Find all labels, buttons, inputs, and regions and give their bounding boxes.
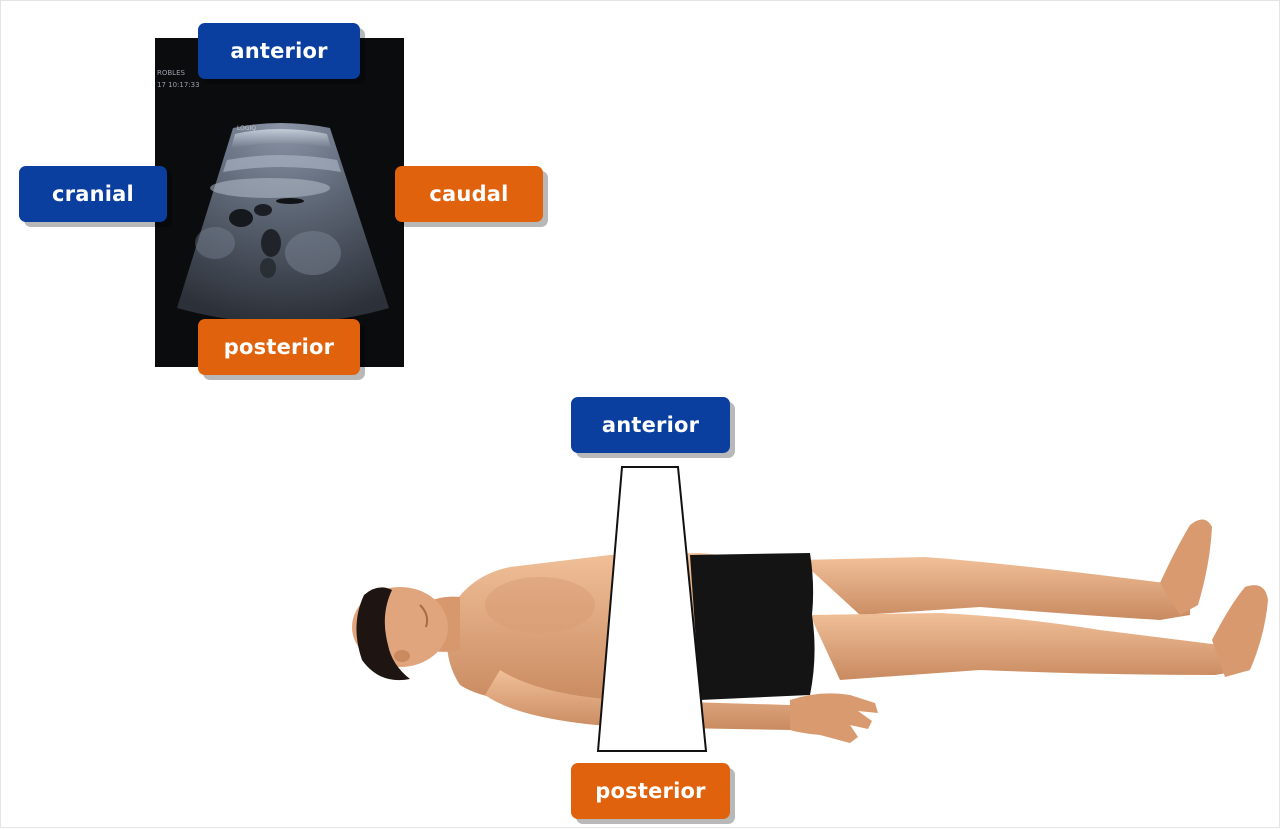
us-probe-text: LOGIQ bbox=[237, 125, 256, 132]
us-time-text: 17 10:17:33 bbox=[157, 81, 200, 89]
us-posterior-label: posterior bbox=[198, 319, 360, 375]
body-anterior-label: anterior bbox=[571, 397, 730, 453]
lying-person bbox=[352, 519, 1268, 743]
ultrasound-image: ROBLES 17 10:17:33 LOGIQ bbox=[155, 38, 404, 367]
us-caudal-label: caudal bbox=[395, 166, 543, 222]
us-patient-text: ROBLES bbox=[157, 69, 185, 77]
us-anterior-label: anterior bbox=[198, 23, 360, 79]
scan-plane bbox=[598, 467, 706, 751]
body-scan-illustration bbox=[340, 455, 1270, 775]
body-posterior-label: posterior bbox=[571, 763, 730, 819]
us-cranial-label: cranial bbox=[19, 166, 167, 222]
